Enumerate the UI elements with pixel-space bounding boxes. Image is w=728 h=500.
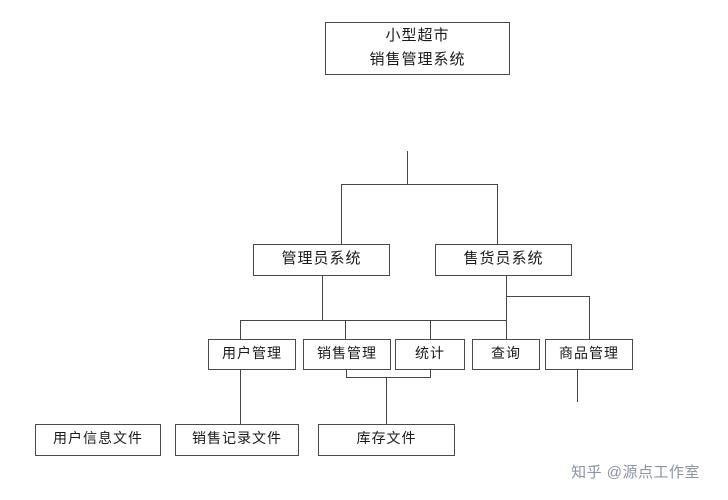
connector-admin-stem bbox=[322, 276, 323, 320]
node-root-line2: 销售管理系统 bbox=[369, 51, 466, 68]
watermark: 知乎 @源点工作室 bbox=[571, 464, 700, 481]
connector-rail-to-product-mgmt bbox=[589, 296, 590, 339]
node-sales-record-file: 销售记录文件 bbox=[175, 424, 299, 456]
node-sales-mgmt: 销售管理 bbox=[303, 339, 391, 370]
node-user-info-file: 用户信息文件 bbox=[35, 424, 161, 456]
connector-product-mgmt-down bbox=[577, 370, 578, 402]
node-admin-label: 管理员系统 bbox=[281, 251, 362, 268]
connector-sales-mgmt-down bbox=[346, 370, 347, 377]
connector-stock-rail bbox=[346, 377, 431, 378]
node-stats-label: 统计 bbox=[415, 346, 445, 362]
connector-rail-to-admin bbox=[341, 184, 342, 244]
connector-clerk-to-query bbox=[506, 276, 507, 339]
connector-rail-to-sales-mgmt bbox=[345, 320, 346, 339]
node-product-mgmt-label: 商品管理 bbox=[559, 346, 619, 362]
node-user-info-file-label: 用户信息文件 bbox=[53, 432, 143, 448]
connector-user-mgmt-down bbox=[240, 370, 241, 424]
connector-stats-down bbox=[430, 370, 431, 377]
node-sales-mgmt-label: 销售管理 bbox=[317, 346, 377, 362]
node-clerk-system: 售货员系统 bbox=[435, 244, 572, 276]
node-admin-system: 管理员系统 bbox=[253, 244, 390, 276]
connector-rail-to-stats bbox=[430, 320, 431, 339]
connector-root-stem bbox=[407, 151, 408, 184]
node-root-line1: 小型超市 bbox=[385, 28, 450, 45]
connector-rail-to-user-mgmt bbox=[240, 320, 241, 339]
connector-clerk-branch-rail bbox=[506, 296, 589, 297]
node-clerk-label: 售货员系统 bbox=[463, 251, 544, 268]
connector-level2-rail bbox=[341, 184, 498, 185]
node-root-system: 小型超市 销售管理系统 bbox=[325, 22, 510, 75]
node-sales-record-file-label: 销售记录文件 bbox=[192, 432, 282, 448]
node-user-mgmt-label: 用户管理 bbox=[222, 346, 282, 362]
node-stats: 统计 bbox=[395, 339, 465, 370]
node-query: 查询 bbox=[472, 339, 540, 370]
node-stock-file-label: 库存文件 bbox=[356, 432, 417, 448]
connector-rail-to-stock-file bbox=[386, 377, 387, 424]
node-user-mgmt: 用户管理 bbox=[208, 339, 296, 370]
node-query-label: 查询 bbox=[491, 346, 521, 362]
node-product-mgmt: 商品管理 bbox=[545, 339, 633, 370]
node-stock-file: 库存文件 bbox=[318, 424, 455, 456]
connector-rail-to-clerk bbox=[497, 184, 498, 244]
connector-level3-rail bbox=[240, 320, 507, 321]
